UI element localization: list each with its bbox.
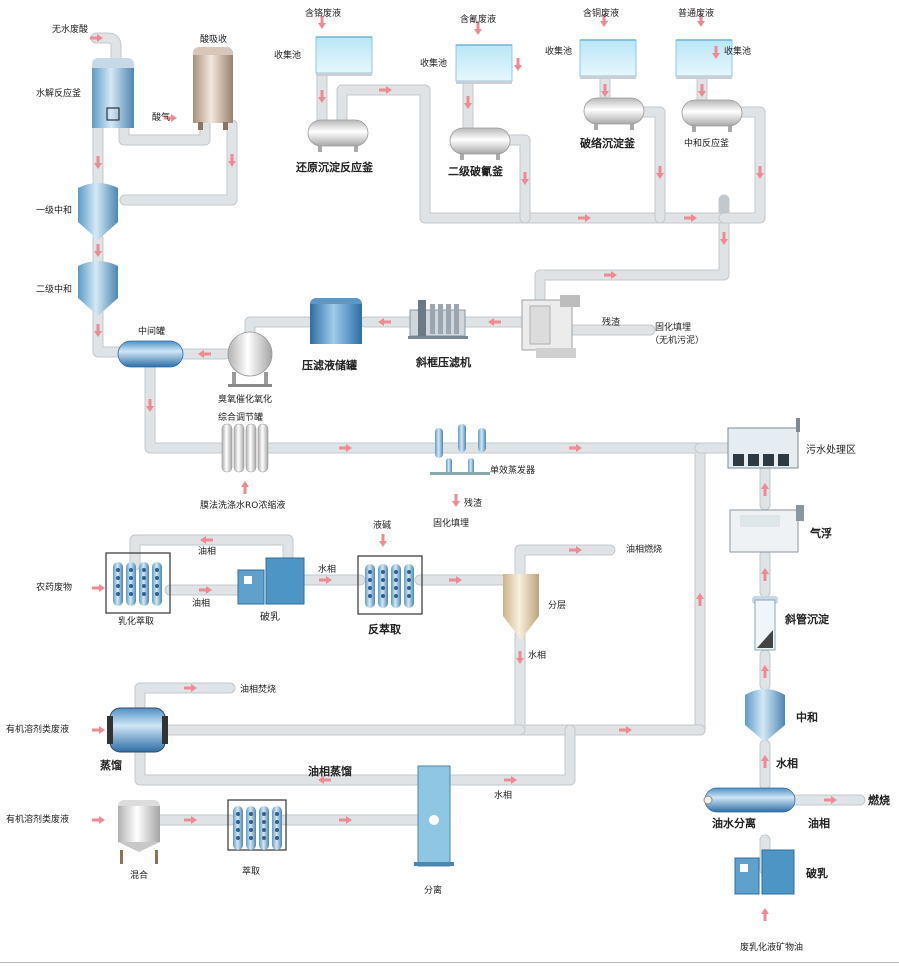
label-collection-pool-3: 收集池 — [545, 47, 573, 57]
label-neutralization-reactor: 中和反应釜 — [684, 139, 730, 149]
extraction-unit — [227, 799, 287, 851]
label-emulsion-extraction: 乳化萃取 — [118, 617, 155, 627]
label-evaporator: 单效蒸发器 — [490, 466, 536, 476]
label-water-phase-right: 水相 — [776, 757, 798, 770]
demulsifier-middle — [237, 557, 305, 605]
filtrate-storage-tank — [310, 298, 362, 344]
label-layering: 分层 — [548, 601, 567, 611]
label-general-waste: 普通废液 — [678, 9, 715, 19]
ozone-oxidation-sphere — [227, 331, 273, 387]
reduction-reactor — [307, 119, 369, 153]
label-separation: 分离 — [424, 886, 443, 896]
label-back-extraction: 反萃取 — [368, 623, 401, 636]
emulsion-extraction-unit — [105, 552, 171, 614]
label-filter-press: 斜框压滤机 — [416, 356, 471, 369]
label-hydrolysis-reactor: 水解反应釜 — [36, 89, 82, 99]
acid-absorber — [193, 47, 233, 130]
label-oil-phase-1: 油相 — [198, 547, 217, 557]
label-oil-combustion: 油相燃烧 — [626, 545, 663, 555]
label-primary-neutralizer: 一级中和 — [36, 206, 73, 216]
label-complex-breaking-reactor: 破络沉淀釜 — [580, 137, 635, 150]
air-flotation-unit — [729, 505, 804, 553]
label-chromium-waste: 含铬废液 — [305, 9, 342, 19]
label-oil-phase-right: 油相 — [808, 817, 830, 830]
plate-frame-filter-press — [408, 300, 468, 339]
back-extraction-unit — [357, 555, 423, 615]
secondary-neutralizer — [78, 261, 118, 316]
intermediate-tank — [117, 340, 184, 368]
sludge-discharge-unit — [521, 295, 580, 358]
label-secondary-cyanide-reactor: 二级破氰釜 — [448, 165, 503, 178]
label-collection-pool-1: 收集池 — [274, 51, 302, 61]
complex-breaking-reactor — [583, 97, 645, 131]
secondary-cyanide-reactor — [449, 127, 511, 161]
inclined-tube-settler — [752, 596, 778, 651]
label-filtrate-storage-tank: 压滤液储罐 — [302, 359, 357, 372]
label-copper-waste: 含铜废液 — [583, 9, 620, 19]
label-collection-pool-4: 收集池 — [724, 47, 752, 57]
label-residue-2: 残渣 — [464, 499, 483, 509]
label-water-phase-3: 水相 — [494, 791, 513, 801]
label-reduction-reactor: 还原沉淀反应釜 — [296, 161, 373, 174]
label-waste-emulsion-oil: 废乳化液矿物油 — [740, 943, 804, 953]
label-regulating-tank: 综合调节罐 — [218, 413, 264, 423]
single-effect-evaporator — [430, 424, 490, 475]
label-inorganic-sludge: （无机污泥） — [650, 336, 705, 346]
hydrolysis-reactor — [92, 58, 134, 128]
label-ozone-oxidation: 臭氧催化氧化 — [218, 395, 273, 405]
label-collection-pool-2: 收集池 — [420, 59, 448, 69]
label-water-phase-1: 水相 — [318, 565, 337, 575]
label-water-phase-2: 水相 — [528, 651, 547, 661]
oil-water-separator — [703, 787, 796, 813]
separation-tower — [414, 765, 454, 867]
label-solidify-landfill-2: 固化填埋 — [433, 519, 470, 529]
label-acid-absorber: 酸吸收 — [200, 35, 228, 45]
label-oil-incineration: 油相焚烧 — [240, 685, 277, 695]
label-extraction: 萃取 — [242, 867, 261, 877]
label-oil-phase-2: 油相 — [192, 599, 211, 609]
distillation-unit — [107, 707, 168, 753]
label-mixing: 混合 — [130, 871, 149, 881]
label-combustion: 燃烧 — [868, 794, 890, 807]
label-demulsify-1: 破乳 — [260, 612, 280, 623]
bottom-divider — [0, 962, 899, 963]
label-pesticide-waste: 农药废物 — [36, 583, 73, 593]
neutralizer-right — [745, 689, 785, 742]
mixing-tank — [118, 800, 160, 864]
label-wastewater-area: 污水处理区 — [806, 445, 856, 456]
regulating-tank — [221, 423, 269, 473]
label-neutralizer-right: 中和 — [796, 711, 818, 724]
collection-pool-cyanide — [455, 44, 513, 85]
layering-tank — [503, 574, 539, 640]
label-cyanide-waste: 含氰废液 — [460, 15, 497, 25]
label-anhydrous-waste-acid: 无水废酸 — [52, 25, 89, 35]
wastewater-treatment-area — [727, 418, 800, 469]
label-inclined-settler: 斜管沉淀 — [785, 613, 829, 626]
label-oil-water-separation: 油水分离 — [712, 817, 756, 830]
label-organic-solvent-2: 有机溶剂类废液 — [6, 815, 70, 825]
label-solidify-landfill-1: 固化填埋 — [655, 323, 692, 333]
neutralization-reactor — [681, 99, 743, 133]
collection-pool-chromium — [315, 36, 373, 77]
label-demulsify-2: 破乳 — [806, 867, 828, 880]
label-intermediate-tank: 中间罐 — [138, 327, 166, 337]
label-oil-distillation: 油相蒸馏 — [308, 765, 352, 778]
label-acid-gas: 酸气 — [152, 113, 171, 123]
label-air-flotation: 气浮 — [810, 527, 832, 540]
label-caustic-soda: 液碱 — [373, 521, 392, 531]
label-distillation: 蒸馏 — [100, 759, 122, 772]
collection-pool-copper — [579, 39, 637, 80]
label-secondary-neutralizer: 二级中和 — [36, 285, 73, 295]
primary-neutralizer — [78, 183, 118, 240]
label-residue-1: 残渣 — [602, 318, 621, 328]
label-organic-solvent-1: 有机溶剂类废液 — [6, 725, 70, 735]
label-ro-concentrate: 膜法洗涤水RO浓缩液 — [200, 501, 286, 511]
demulsifier-right — [734, 849, 795, 895]
